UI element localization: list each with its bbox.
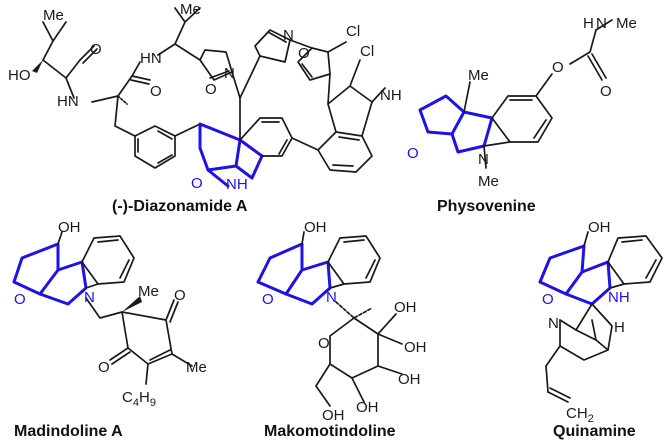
caption-madindoline: Madindoline A [14, 423, 123, 440]
physovenine-o-label: O [552, 59, 564, 76]
quinamine-o-core-label: O [542, 291, 554, 308]
madindoline-n-core-label: N [84, 289, 95, 306]
physovenine-n-core-label: N [478, 151, 489, 168]
quinamine-ch2-label: CH2 [566, 405, 594, 425]
physovenine-h-label: H [583, 15, 594, 32]
makomotindoline-oh3-label: OH [398, 371, 421, 388]
physovenine-o-core-label: O [407, 145, 419, 162]
diazonamide-ho-label: HO [8, 67, 31, 84]
diazonamide-o2-label: O [150, 83, 162, 100]
madindoline-me-label: Me [138, 283, 159, 300]
diazonamide-n-oxazole-label: N [224, 65, 235, 82]
makomotindoline-oh1-label: OH [394, 299, 417, 316]
makomotindoline-oh-label: OH [304, 219, 327, 236]
madindoline-o2-label: O [98, 359, 110, 376]
diazonamide-o-oxazole2-label: O [298, 45, 310, 62]
diazonamide-n-oxazole2-label: N [283, 27, 294, 44]
quinamine-nh-core-label: NH [608, 289, 630, 306]
quinamine-oh-label: OH [588, 219, 611, 236]
diazonamide-o-label: O [90, 41, 102, 58]
diazonamide-o-core-label: O [191, 175, 203, 192]
caption-physovenine: Physovenine [437, 198, 536, 215]
makomotindoline-structure [256, 231, 403, 407]
quinamine-n-label: N [548, 315, 559, 332]
diazonamide-hn-label: HN [57, 93, 79, 110]
diazonamide-me-label: Me [43, 7, 64, 24]
makomotindoline-o-ring-label: O [318, 335, 330, 352]
makomotindoline-o-core-label: O [262, 291, 274, 308]
diazonamide-cl2-label: Cl [360, 43, 374, 60]
physovenine-me2-label: Me [616, 15, 637, 32]
physovenine-structure [418, 19, 613, 169]
makomotindoline-oh2-label: OH [404, 339, 427, 356]
diazonamide-o-oxazole-label: O [205, 81, 217, 98]
diazonamide-cl-label: Cl [346, 23, 360, 40]
madindoline-me2-label: Me [186, 359, 207, 376]
makomotindoline-oh5-label: OH [322, 407, 345, 424]
diazonamide-me2-label: Me [180, 1, 201, 18]
madindoline-o-core-label: O [14, 291, 26, 308]
caption-quinamine: Quinamine [553, 423, 636, 440]
caption-diazonamide: (-)-Diazonamide A [112, 198, 248, 215]
diazonamide-nh-indole-label: NH [380, 87, 402, 104]
physovenine-n-label: N [596, 15, 607, 32]
makomotindoline-oh4-label: OH [356, 399, 379, 416]
physovenine-me-label: Me [468, 67, 489, 84]
madindoline-oh-label: OH [58, 219, 81, 236]
caption-makomotindoline: Makomotindoline [264, 423, 396, 440]
diazonamide-nh-core-label: NH [226, 176, 248, 193]
makomotindoline-n-core-label: N [326, 289, 337, 306]
physovenine-o2-label: O [600, 83, 612, 100]
diazonamide-hn2-label: HN [140, 50, 162, 67]
madindoline-o-label: O [174, 287, 186, 304]
quinamine-structure [538, 231, 663, 403]
quinamine-h-label: H [614, 319, 625, 336]
madindoline-a-structure [12, 231, 193, 385]
physovenine-nme-label: Me [478, 173, 499, 190]
madindoline-c4h9-label: C4H9 [122, 389, 156, 409]
diazonamide-a-structure [32, 7, 386, 188]
